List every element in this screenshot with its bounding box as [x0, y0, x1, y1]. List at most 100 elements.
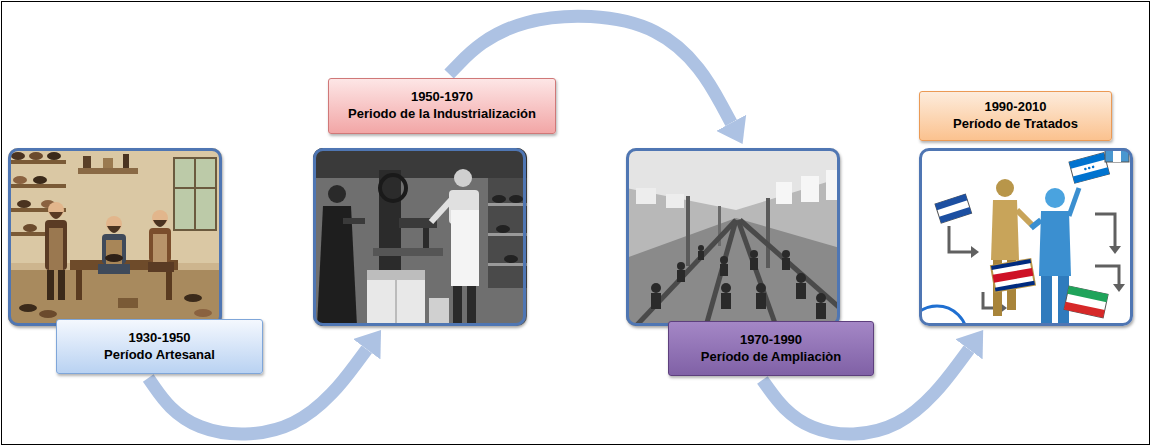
- hall-windows: [636, 188, 656, 204]
- flag-honduras: [1069, 153, 1106, 169]
- flow-arrows: [1109, 246, 1121, 254]
- period-years: 1990-2010: [984, 99, 1046, 116]
- workers: [698, 245, 704, 251]
- workers: [720, 256, 728, 264]
- apprentice-shoemaker: [152, 210, 168, 226]
- flag-nicaragua: [1067, 286, 1108, 302]
- workshop-window: [78, 154, 216, 230]
- shoe-shelves: [13, 176, 27, 184]
- work-rows: [706, 220, 736, 326]
- gold-figure: [991, 200, 1019, 260]
- workshop-window: [123, 154, 129, 168]
- hall-windows: [666, 194, 684, 208]
- workers: [750, 258, 758, 270]
- workers: [651, 283, 661, 293]
- workers: [756, 293, 766, 309]
- shoe-crates: [367, 270, 449, 326]
- shoe-shelves: [29, 152, 43, 160]
- workers: [750, 250, 758, 258]
- flag-el-salvador: [935, 194, 967, 210]
- flag-costa-rica: [991, 259, 1035, 292]
- work-bench: [166, 270, 172, 300]
- picture-frame: [626, 148, 840, 326]
- standing-shoemaker: [48, 202, 64, 218]
- man-worker: [451, 210, 479, 286]
- period-years: 1970-1990: [740, 332, 802, 349]
- flag-honduras: [1069, 153, 1109, 184]
- flag-el-salvador: [935, 194, 972, 223]
- flag-costa-rica: [993, 268, 1034, 283]
- workers: [698, 251, 704, 260]
- stitching-machine: [373, 248, 443, 256]
- floor-shoes: [118, 298, 138, 308]
- standing-shoemaker: [45, 202, 67, 300]
- seated-shoemaker: [102, 234, 126, 264]
- workers: [651, 245, 826, 319]
- workers: [816, 293, 826, 303]
- flag-honduras: [1069, 153, 1109, 184]
- blue-ring: [919, 306, 967, 326]
- flag-honduras: [1092, 165, 1095, 168]
- workers: [796, 283, 806, 299]
- period-years: 1930-1950: [128, 330, 190, 347]
- floor-shoes: [19, 294, 212, 318]
- shoe-shelves: [8, 160, 66, 164]
- flag-el-salvador: [935, 194, 972, 223]
- man-worker: [431, 200, 451, 222]
- shoe-racks: [488, 233, 527, 236]
- man-worker: [467, 286, 476, 326]
- woman-worker: [317, 185, 365, 326]
- standing-shoemaker: [47, 270, 54, 300]
- workers: [721, 283, 731, 293]
- treaties-picture: [919, 148, 1133, 326]
- shoe-shelves: [33, 176, 47, 184]
- period-name: Periodo de la Industrialización: [348, 106, 536, 123]
- apprentice-shoemaker: [148, 210, 174, 272]
- flag-nicaragua: [1064, 302, 1105, 318]
- woman-worker: [343, 218, 365, 224]
- shoe-racks: [488, 263, 527, 266]
- hall-windows: [776, 182, 792, 204]
- stitching-machine: [380, 175, 406, 201]
- flow-arrows: [949, 226, 971, 252]
- seated-shoemaker: [105, 254, 123, 262]
- standing-shoemaker: [49, 228, 63, 270]
- blue-figure: [1031, 220, 1041, 228]
- gold-figure: [1017, 210, 1033, 226]
- picture-frame: [8, 148, 222, 326]
- standing-shoemaker: [49, 212, 63, 219]
- floor-shoes: [184, 294, 202, 302]
- picture-frame: [313, 148, 526, 326]
- gold-figure: [991, 179, 1033, 316]
- flag-nicaragua: [1064, 286, 1108, 318]
- workers: [796, 273, 806, 283]
- man-worker: [453, 286, 462, 326]
- workshop-window: [103, 158, 113, 168]
- artisan-workshop-picture: [8, 148, 222, 326]
- work-rows: [636, 220, 736, 326]
- flow-arrows: [971, 246, 979, 258]
- period-years: 1950-1970: [411, 89, 473, 106]
- hall-windows: [636, 170, 840, 208]
- shoe-shelves: [47, 152, 61, 160]
- woman-worker: [328, 185, 346, 203]
- shoe-racks: [504, 255, 518, 263]
- man-worker: [454, 169, 472, 187]
- workshop-window: [174, 158, 216, 230]
- workshop-window: [174, 187, 216, 189]
- shoe-crates: [395, 280, 397, 326]
- workers: [816, 303, 826, 319]
- flag-honduras: [1084, 167, 1087, 170]
- hall-windows: [801, 176, 819, 202]
- blue-figure: [1069, 188, 1079, 216]
- period-label-box: 1930-1950Período Artesanal: [56, 319, 263, 374]
- factory-hall-picture: [626, 148, 840, 326]
- blue-figure: [1041, 276, 1052, 326]
- flow-arrows: [949, 214, 1125, 314]
- workers: [756, 283, 766, 293]
- flag-honduras: [1088, 166, 1091, 169]
- treaties-picture: [919, 148, 1133, 326]
- workers: [677, 262, 685, 270]
